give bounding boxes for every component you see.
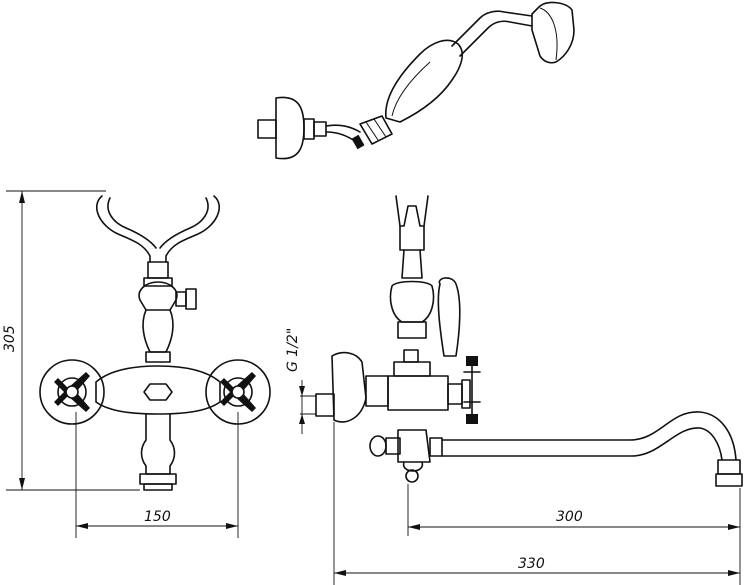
front-view [39, 195, 271, 491]
side-view [300, 195, 743, 487]
height-dimension-label: 305 [2, 325, 18, 352]
spout-reach-label: 300 [556, 509, 583, 525]
dimension-lines [6, 190, 741, 585]
hand-shower [257, 1, 575, 160]
width-dimension-label: 150 [144, 509, 171, 525]
thread-size-label: G 1/2" [285, 328, 301, 372]
total-reach-label: 330 [518, 556, 545, 572]
